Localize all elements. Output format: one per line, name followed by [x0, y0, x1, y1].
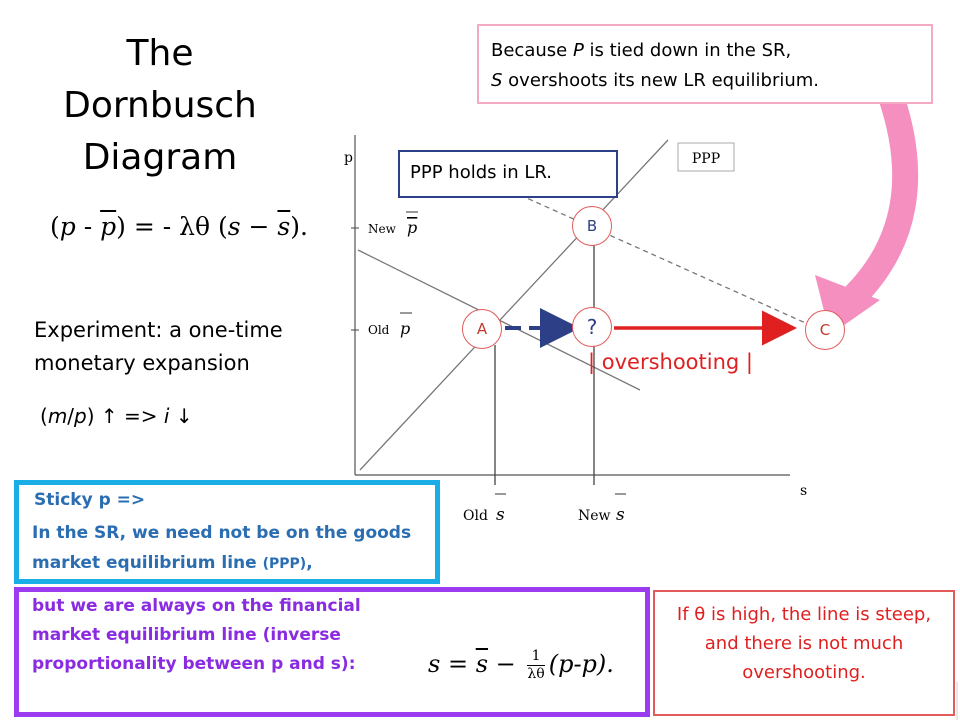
- callout-line-2: S overshoots its new LR equilibrium.: [491, 66, 919, 96]
- mp-open: (: [40, 404, 48, 428]
- eq-minus: -: [75, 212, 101, 241]
- eq-lparen: (: [50, 212, 60, 241]
- callout-curved-arrow: [836, 75, 919, 315]
- sticky-body-text: In the SR, we need not be on the goods m…: [32, 523, 412, 573]
- callout-line-1: Because P is tied down in the SR,: [491, 36, 919, 66]
- new-p-label: New: [368, 222, 397, 236]
- old-s-symbol: s: [496, 505, 505, 525]
- y-axis-label: p: [344, 150, 353, 166]
- x-axis-label: s: [800, 483, 807, 499]
- feq-sbar: s: [475, 650, 489, 678]
- old-p-symbol: p: [400, 319, 410, 338]
- new-s-symbol: s: [616, 505, 625, 525]
- ppp-label-box: [677, 142, 735, 172]
- feq-minus: −: [488, 650, 524, 678]
- old-p-label: Old: [368, 323, 390, 337]
- eq-p: p: [59, 212, 76, 241]
- money-effect: (m/p) ↑ => i ↓: [40, 404, 193, 428]
- mp-rest: ) ↑ =>: [86, 404, 164, 428]
- point-a-label: A: [476, 320, 488, 338]
- mp-down: ↓: [169, 404, 193, 428]
- point-question: ?: [572, 307, 612, 347]
- theta-note: If θ is high, the line is steep, and the…: [653, 590, 955, 716]
- mp-i: i: [163, 404, 170, 428]
- feq-eq: =: [440, 650, 476, 678]
- feq-num: 1: [527, 648, 545, 666]
- point-c: C: [805, 310, 845, 350]
- sticky-heading: Sticky p =>: [34, 490, 146, 510]
- sticky-ppp: (PPP): [262, 556, 307, 572]
- point-a: A: [462, 309, 502, 349]
- new-p-symbol: p: [407, 218, 417, 237]
- ppp-label: PPP: [692, 151, 720, 167]
- callout-s: S: [491, 70, 503, 91]
- mp-p: p: [74, 404, 87, 428]
- eq-sbar: s: [277, 212, 291, 241]
- point-question-label: ?: [586, 315, 598, 339]
- ppp-holds-box: PPP holds in LR.: [398, 150, 618, 198]
- callout-text: Because: [491, 40, 573, 61]
- financial-line-new: [519, 194, 811, 326]
- sticky-body: In the SR, we need not be on the goods m…: [32, 518, 442, 579]
- overshooting-label: | overshooting |: [588, 350, 753, 374]
- eq-minus-2: −: [240, 212, 278, 241]
- new-s-label: New: [578, 508, 611, 524]
- experiment-text: Experiment: a one-time monetary expansio…: [34, 318, 283, 375]
- mp-slash: /: [67, 404, 75, 428]
- eq-end: ).: [290, 212, 308, 241]
- financial-market-text: but we are always on the financial marke…: [32, 596, 361, 674]
- overshoot-callout: Because P is tied down in the SR, S over…: [477, 24, 933, 104]
- sticky-comma: ,: [306, 553, 313, 573]
- financial-market-box: [14, 587, 650, 717]
- sticky-price-box: [14, 480, 440, 584]
- feq-den: λθ: [527, 666, 545, 682]
- point-b-label: B: [586, 217, 598, 235]
- point-b: B: [572, 206, 612, 246]
- feq-tail: (p-p).: [548, 650, 614, 678]
- callout-p: P: [572, 40, 584, 61]
- point-c-label: C: [819, 321, 831, 339]
- eq-s: s: [227, 212, 241, 241]
- eq-pbar: p: [100, 212, 117, 241]
- deviation-equation: (p - p) = - λθ (s − s).: [50, 212, 308, 241]
- old-s-label: Old: [463, 508, 488, 524]
- callout-text-3: overshoots its new LR equilibrium.: [502, 70, 820, 91]
- mp-m: m: [47, 404, 68, 428]
- slide-title: The Dornbusch Diagram: [63, 33, 257, 178]
- callout-text-2: is tied down in the SR,: [583, 40, 792, 61]
- eq-middle: ) = - λθ (: [116, 212, 228, 241]
- feq-s: s: [428, 650, 441, 678]
